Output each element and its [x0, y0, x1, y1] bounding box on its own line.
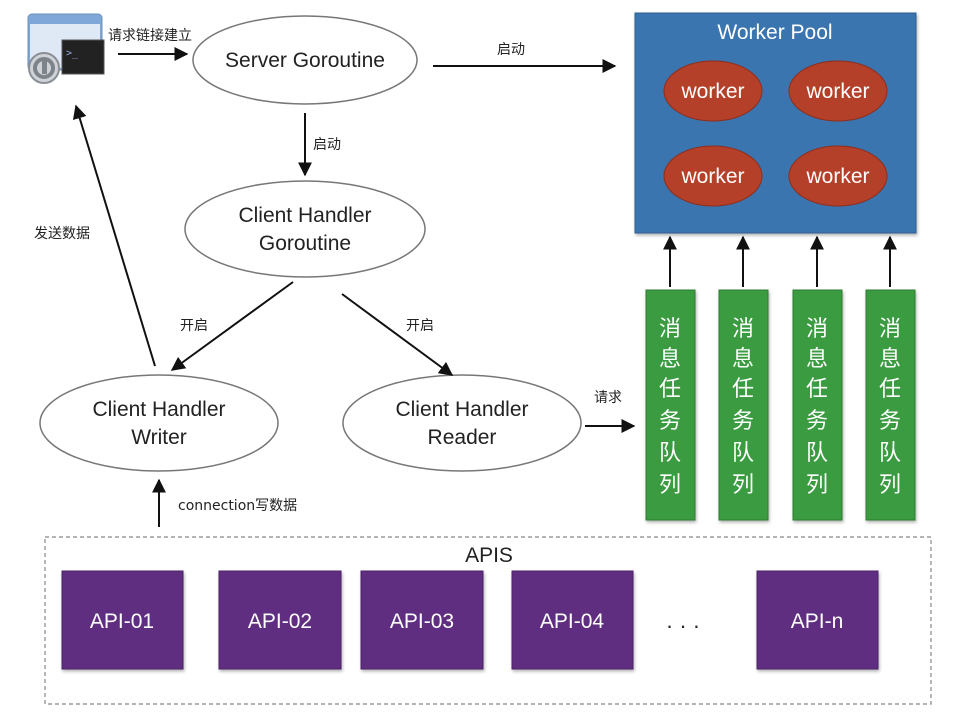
api-box: API-02 — [218, 570, 342, 670]
queue-char: 息 — [732, 347, 754, 372]
queue-char: 消 — [879, 317, 901, 342]
edge-request: 请求 — [585, 390, 636, 433]
queue-char: 务 — [732, 409, 754, 434]
edge-request-connect: 请求链接建立 — [108, 27, 192, 61]
client-handler-reader-label-2: Reader — [428, 426, 497, 449]
server-goroutine-node: Server Goroutine — [192, 15, 418, 105]
queue-char: 队 — [806, 441, 828, 466]
queue-char: 列 — [659, 473, 681, 498]
api-box: API-04 — [511, 570, 634, 670]
client-handler-writer-node: Client Handler Writer — [39, 374, 279, 472]
client-handler-writer-label-1: Client Handler — [92, 398, 225, 421]
queue-char: 列 — [732, 473, 754, 498]
edge-open-reader: 开启 — [341, 293, 454, 376]
queue-char: 务 — [659, 409, 681, 434]
queue-char: 任 — [732, 377, 754, 402]
message-queue: 消 息 任 务 队 列 — [792, 289, 843, 521]
edge-label-request: 请求 — [594, 390, 622, 406]
api-box: API-n — [756, 570, 879, 670]
api-label: API-01 — [90, 610, 154, 633]
edge-label-open-reader: 开启 — [406, 318, 434, 334]
server-goroutine-label: Server Goroutine — [225, 49, 385, 72]
api-box: API-03 — [360, 570, 484, 670]
queue-char: 务 — [806, 409, 828, 434]
queue-char: 队 — [659, 441, 681, 466]
queue-char: 队 — [732, 441, 754, 466]
edge-open-writer: 开启 — [170, 281, 294, 371]
edge-label-request-connect: 请求链接建立 — [108, 27, 192, 44]
queue-char: 消 — [806, 317, 828, 342]
message-queue: 消 息 任 务 队 列 — [718, 289, 769, 521]
queue-char: 务 — [879, 409, 901, 434]
queue-to-pool-arrows — [663, 235, 897, 287]
api-label: API-n — [791, 610, 844, 633]
client-handler-writer-label-2: Writer — [131, 426, 187, 449]
edge-label-start-handler: 启动 — [313, 137, 341, 153]
worker-node: worker — [663, 60, 763, 122]
queue-char: 息 — [879, 347, 901, 372]
svg-text:>_: >_ — [66, 48, 79, 59]
edge-connection-write: connection写数据 — [152, 478, 297, 527]
client-handler-goroutine-label-2: Goroutine — [259, 232, 351, 255]
queue-char: 队 — [879, 441, 901, 466]
worker-pool: Worker Pool worker worker worker worker — [634, 12, 917, 234]
edge-label-connection-write: connection写数据 — [178, 498, 297, 514]
queue-char: 息 — [806, 347, 828, 372]
api-label: API-03 — [390, 610, 454, 633]
edge-label-send-data: 发送数据 — [34, 226, 90, 242]
queue-char: 消 — [732, 317, 754, 342]
api-label: API-02 — [248, 610, 312, 633]
edge-start-pool: 启动 — [433, 42, 617, 73]
worker-label: worker — [805, 165, 869, 188]
edge-send-data: 发送数据 — [34, 104, 156, 367]
terminal-lock-icon: >_ — [27, 13, 105, 84]
queue-char: 息 — [659, 347, 681, 372]
worker-pool-title: Worker Pool — [717, 21, 832, 44]
client-handler-reader-label-1: Client Handler — [395, 398, 528, 421]
queue-char: 消 — [659, 317, 681, 342]
client-handler-reader-node: Client Handler Reader — [342, 374, 582, 472]
queue-char: 任 — [879, 377, 901, 402]
message-queue: 消 息 任 务 队 列 — [645, 289, 696, 521]
apis-container: APIS API-01 API-02 API-03 API-04 · · · A… — [44, 536, 932, 705]
edge-label-open-writer: 开启 — [180, 318, 208, 334]
client-handler-goroutine-node: Client Handler Goroutine — [184, 180, 426, 278]
worker-node: worker — [663, 145, 763, 207]
client-handler-goroutine-label-1: Client Handler — [238, 204, 371, 227]
worker-label: worker — [680, 80, 744, 103]
apis-title: APIS — [465, 544, 513, 567]
worker-node: worker — [788, 145, 888, 207]
queue-char: 列 — [806, 473, 828, 498]
message-queue: 消 息 任 务 队 列 — [865, 289, 916, 521]
queue-char: 列 — [879, 473, 901, 498]
queue-char: 任 — [806, 377, 828, 402]
queue-char: 任 — [659, 377, 681, 402]
api-ellipsis: · · · — [666, 613, 700, 638]
worker-label: worker — [805, 80, 869, 103]
api-box: API-01 — [61, 570, 184, 670]
worker-label: worker — [680, 165, 744, 188]
edge-label-start-pool: 启动 — [497, 42, 525, 58]
worker-node: worker — [788, 60, 888, 122]
api-label: API-04 — [540, 610, 605, 633]
edge-start-handler: 启动 — [298, 113, 341, 177]
